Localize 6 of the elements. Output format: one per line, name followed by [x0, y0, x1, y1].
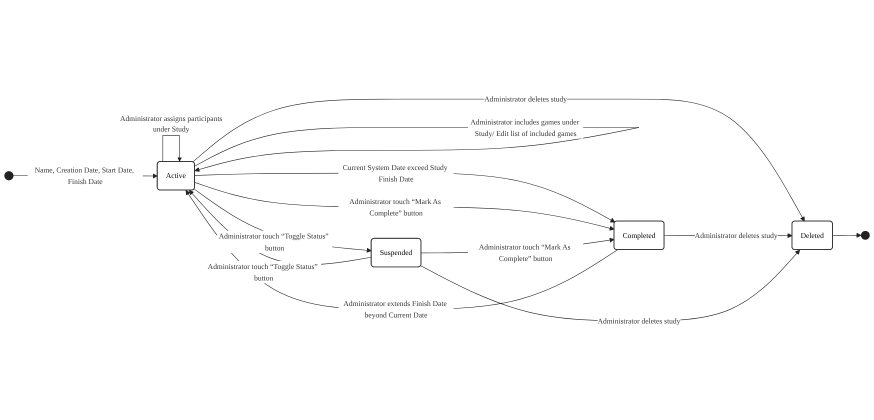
- arrow: [192, 98, 805, 222]
- arrow: [194, 172, 616, 222]
- arrow: [194, 182, 614, 231]
- self-loop-arrow: [162, 135, 182, 162]
- node-circle: [4, 171, 14, 180]
- arrow: [832, 232, 862, 238]
